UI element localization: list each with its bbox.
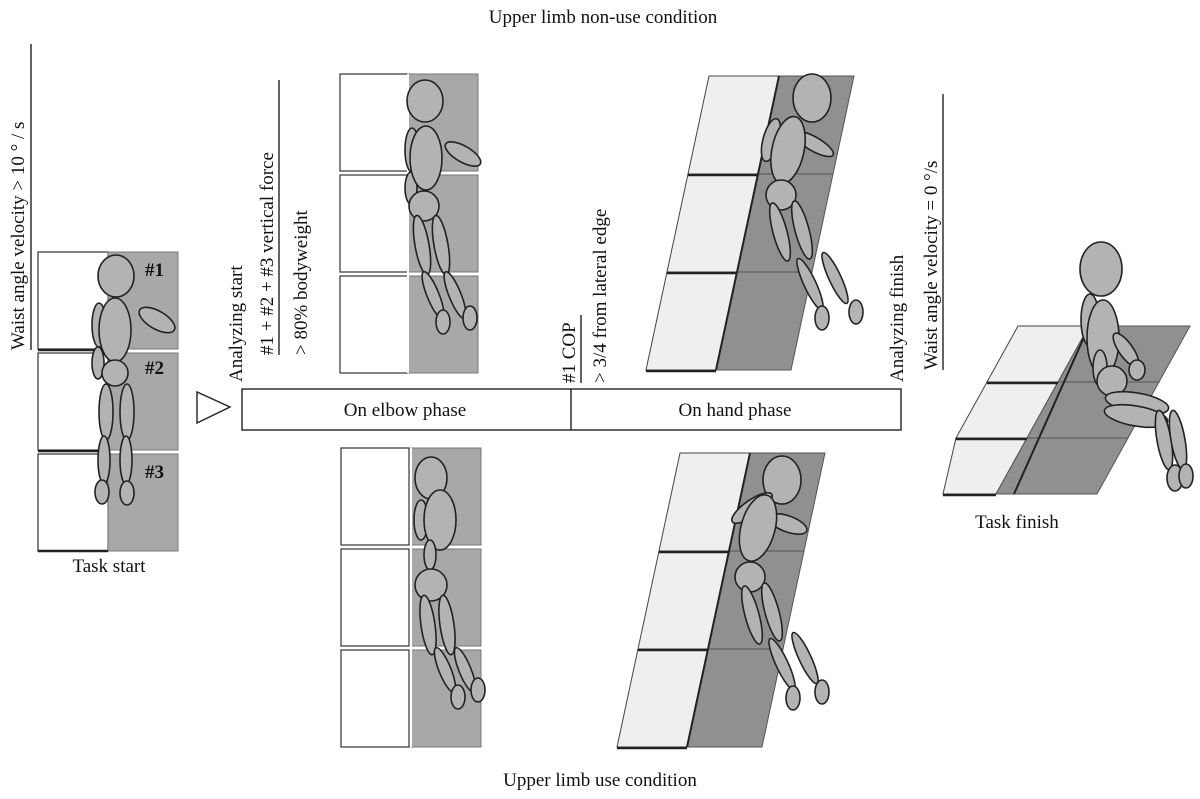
analyzing-finish-line1: Waist angle velocity = 0 °/s <box>921 161 942 370</box>
pad-label-3: #3 <box>145 462 164 483</box>
task-start-figure: #1 #2 #3 <box>37 251 179 553</box>
phase-timeline-bar <box>241 388 902 431</box>
hand-phase-use-figure <box>616 452 830 750</box>
start-criterion-text: Waist angle velocity > 10 ° / s <box>8 122 29 350</box>
analyzing-start-criterion: #1 + #2 + #3 vertical force <box>257 80 280 355</box>
elbow-phase-nonuse-figure <box>339 73 482 374</box>
person-lying-start <box>91 254 176 506</box>
analyzing-start-title: Analyzing start <box>226 265 247 382</box>
top-condition-title: Upper limb non-use condition <box>489 7 718 28</box>
pad-label-2: #2 <box>145 358 164 379</box>
analyzing-start-line1: #1 + #2 + #3 vertical force <box>257 152 278 355</box>
task-start-label: Task start <box>72 556 146 577</box>
phase-hand-label: On hand phase <box>679 400 792 421</box>
analyzing-start-line2: > 80% bodyweight <box>291 210 312 355</box>
cop-criterion: #1 COP <box>559 315 582 383</box>
timeline-arrow-icon <box>196 390 232 425</box>
pad-label-1: #1 <box>145 260 164 281</box>
elbow-phase-use-figure <box>340 447 486 748</box>
start-criterion: Waist angle velocity > 10 ° / s <box>8 44 32 350</box>
analyzing-finish-title: Analyzing finish <box>887 254 908 382</box>
cop-line1: #1 COP <box>559 322 580 383</box>
task-finish-label: Task finish <box>975 512 1059 533</box>
cop-line2: > 3/4 from lateral edge <box>590 209 611 383</box>
hand-phase-nonuse-figure <box>645 73 864 373</box>
phase-elbow-label: On elbow phase <box>344 400 466 421</box>
analyzing-finish-criterion: Waist angle velocity = 0 °/s <box>921 94 944 370</box>
task-finish-figure <box>942 241 1194 497</box>
bottom-condition-title: Upper limb use condition <box>503 770 697 791</box>
